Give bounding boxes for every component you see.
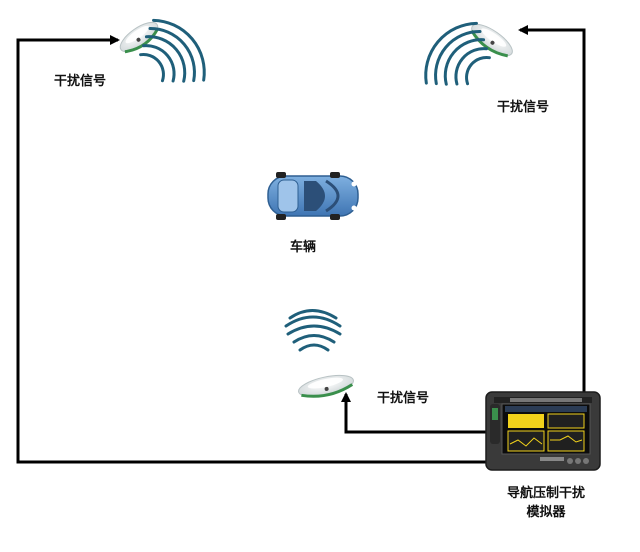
jammer-label-bottom: 干扰信号	[377, 391, 430, 406]
gnss-antenna-icon	[298, 374, 354, 398]
jammer-label-top-right: 干扰信号	[497, 100, 550, 115]
jammer-label-top-left: 干扰信号	[54, 74, 107, 89]
line-to-top-left-jammer	[16, 35, 488, 464]
line-to-bottom-jammer	[341, 392, 488, 434]
vehicle-label: 车辆	[290, 240, 317, 255]
car-icon	[267, 172, 359, 220]
simulator-label-line1: 导航压制干扰	[506, 486, 585, 501]
simulator-device-icon	[485, 391, 601, 471]
simulator-label-line2: 模拟器	[526, 505, 566, 520]
signal-waves-icon	[139, 18, 206, 83]
connection-lines	[16, 25, 586, 464]
signal-waves-icon	[424, 21, 491, 86]
signal-waves-icon	[284, 309, 342, 352]
line-to-top-right-jammer	[518, 25, 586, 430]
